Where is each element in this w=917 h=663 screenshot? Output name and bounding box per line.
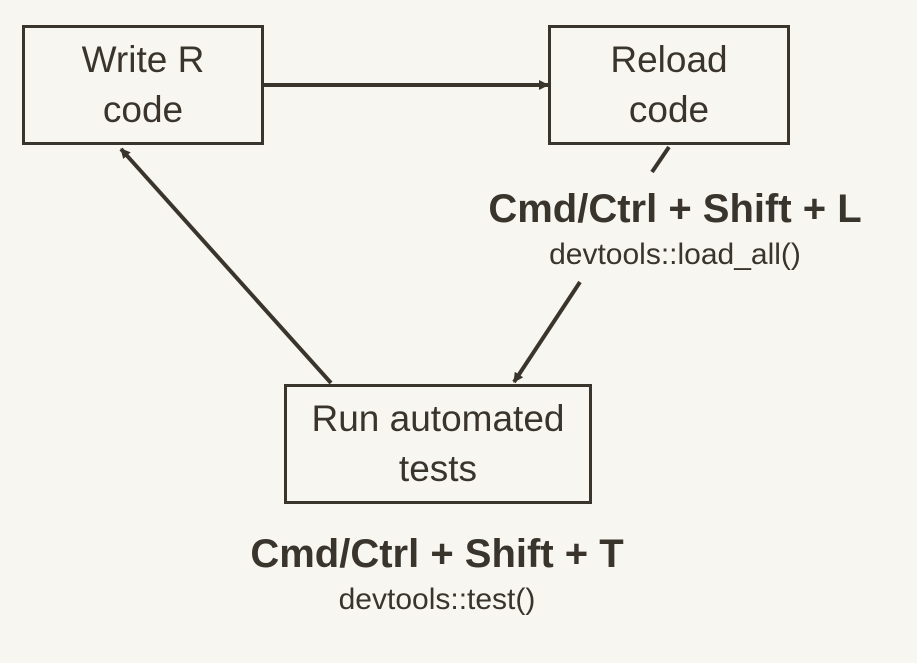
node-write-label-line1: Write R [81,39,205,80]
node-write-r-code: Write R code [22,25,264,145]
load-all-function: devtools::load_all() [549,238,801,271]
connector-reload-to-shortcut [650,145,671,174]
node-reload-label-line2: code [628,89,710,130]
node-write-label-line2: code [102,89,184,130]
arrow-shortcut-to-tests [512,280,582,384]
node-run-automated-tests: Run automated tests [284,384,592,504]
test-shortcut: Cmd/Ctrl + Shift + T [250,532,624,576]
arrow-tests-to-write [119,147,333,385]
test-function: devtools::test() [338,583,536,616]
load-all-shortcut: Cmd/Ctrl + Shift + L [488,187,862,231]
node-reload-code: Reload code [548,25,790,145]
node-tests-label-line2: tests [398,448,478,489]
node-reload-label-line1: Reload [610,39,728,80]
node-tests-label-line1: Run automated [311,398,565,439]
